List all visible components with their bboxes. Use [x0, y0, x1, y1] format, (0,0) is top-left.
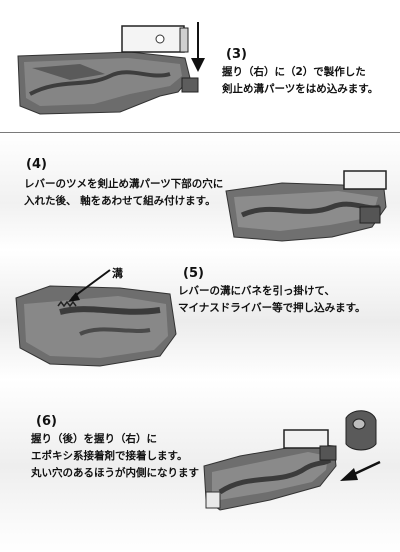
step-3-photo [17, 22, 205, 115]
step-6-line-2: エポキシ系接着剤で接着します。 [31, 450, 188, 462]
step-3-section: (3) 握り（右）に（2）で製作した 剣止め溝パーツをはめ込みます。 [0, 0, 400, 133]
step-4-line-2: 入れた後、 軸をあわせて組み付けます。 [24, 195, 216, 207]
groove-callout-label: 溝 [112, 267, 123, 280]
step-4-text: レバーのツメを剣止め溝パーツ下部の穴に 入れた後、 軸をあわせて組み付けます。 [24, 176, 223, 210]
step-6-line-1: 握り（後）を握り（右）に [31, 433, 157, 445]
step-5-line-1: レバーの溝にバネを引っ掛けて、 [178, 285, 335, 297]
step-3-number: (3) [226, 47, 247, 62]
step-4-number: (4) [26, 157, 47, 172]
step-6-section: (6) 握り（後）を握り（右）に エポキシ系接着剤で接着します。 丸い穴のあるほ… [0, 380, 400, 552]
step-6-text: 握り（後）を握り（右）に エポキシ系接着剤で接着します。 丸い穴のあるほうが内側… [31, 431, 199, 482]
step-6-number: (6) [36, 414, 57, 429]
step-4-section: (4) レバーのツメを剣止め溝パーツ下部の穴に 入れた後、 軸をあわせて組み付け… [0, 133, 400, 250]
step-6-photo [203, 410, 381, 511]
step-3-text: 握り（右）に（2）で製作した 剣止め溝パーツをはめ込みます。 [222, 64, 378, 98]
step-5-section: 溝 (5) レバーの溝にバネを引っ掛けて、 マイナスドライバー等で押し込みます。 [0, 250, 400, 380]
step-4-photo [225, 170, 387, 242]
step-3-line-1: 握り（右）に（2）で製作した [222, 66, 366, 78]
step-6-line-3: 丸い穴のあるほうが内側になります [31, 467, 199, 479]
step-5-line-2: マイナスドライバー等で押し込みます。 [178, 302, 366, 314]
step-3-line-2: 剣止め溝パーツをはめ込みます。 [222, 83, 379, 95]
step-5-photo [15, 269, 177, 367]
step-4-line-1: レバーのツメを剣止め溝パーツ下部の穴に [24, 178, 224, 190]
step-5-number: (5) [183, 266, 204, 281]
step-5-text: レバーの溝にバネを引っ掛けて、 マイナスドライバー等で押し込みます。 [178, 283, 366, 317]
